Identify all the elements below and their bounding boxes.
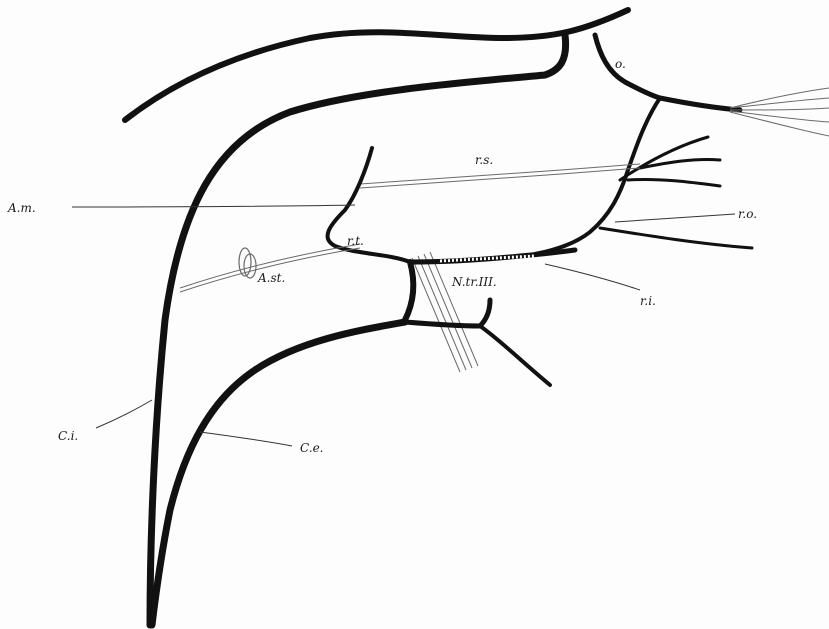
terminal-fan-5 <box>730 112 829 136</box>
terminal-fan-3 <box>730 108 829 110</box>
central-trunk <box>405 262 413 320</box>
terminal-fan-2 <box>730 98 829 108</box>
a-st-nerve-b <box>180 248 360 292</box>
terminal-fan-1 <box>730 88 829 108</box>
orbital-twig-4 <box>600 228 752 248</box>
label-a-m: A.m. <box>7 201 36 215</box>
label-r-t: r.t. <box>347 234 364 248</box>
orbital-twig-3 <box>628 179 720 186</box>
r-s-nerve-b <box>360 168 640 188</box>
horizontal-junction <box>660 98 740 110</box>
r-o-leader <box>615 214 735 222</box>
ophthalmic-branch <box>595 35 660 98</box>
label-n-tr-iii: N.tr.III. <box>451 275 497 289</box>
r-i-vessel <box>410 250 575 262</box>
n-tr-iii-line-3 <box>424 254 472 368</box>
c-i-leader <box>96 400 152 428</box>
label-a-st: A.st. <box>257 271 285 285</box>
terminal-fan-4 <box>730 111 829 122</box>
n-tr-iii-line-4 <box>430 252 478 366</box>
label-r-o: r.o. <box>738 207 757 221</box>
r-i-leader <box>545 264 640 290</box>
c-e-leader <box>200 432 292 446</box>
central-descending-twig <box>480 326 550 385</box>
label-o: o. <box>615 57 626 71</box>
r-s-nerve-a <box>360 164 640 184</box>
orbital-descending <box>535 98 660 254</box>
a-m-leader <box>72 205 355 207</box>
external-carotid <box>152 322 405 625</box>
label-c-e: C.e. <box>300 441 323 455</box>
label-c-i: C.i. <box>58 429 78 443</box>
central-lower-branch <box>405 300 490 326</box>
label-r-i: r.i. <box>640 294 656 308</box>
upper-arc-vessel <box>125 10 628 120</box>
n-tr-iii-line-2 <box>418 256 466 370</box>
label-r-s: r.s. <box>475 153 493 167</box>
